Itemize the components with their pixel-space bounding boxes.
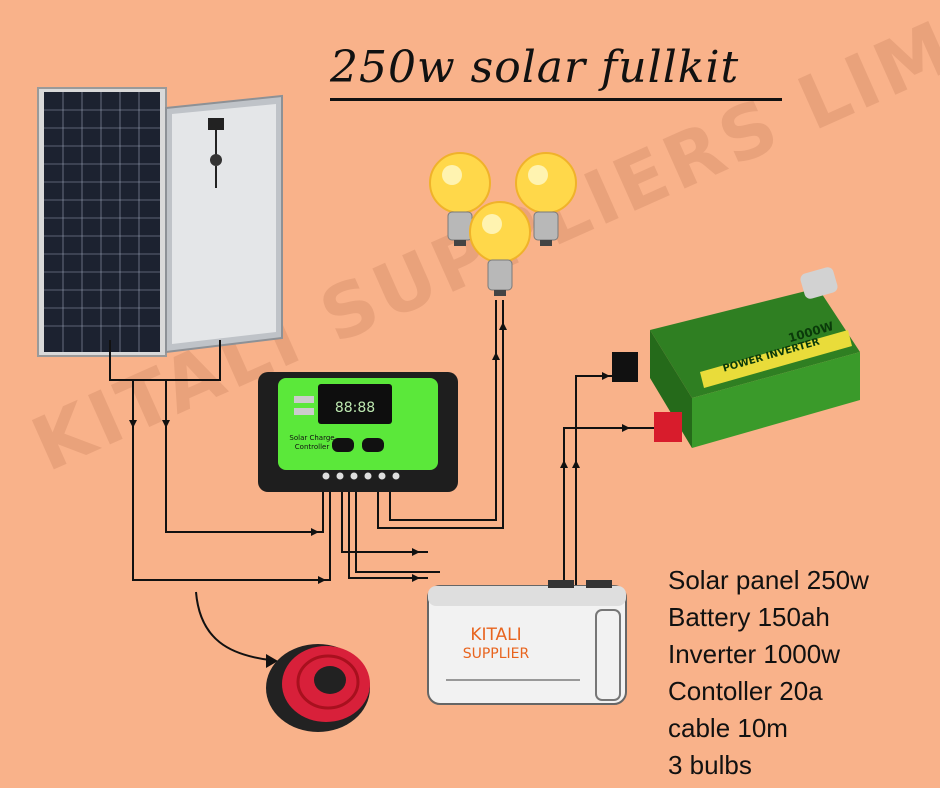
solar-panel [37,87,283,357]
page-title: 250w solar fullkit [330,42,740,93]
bulb-center-icon [469,201,531,296]
bulb-left-icon [429,152,491,246]
power-inverter: POWER INVERTER 1000W [612,267,860,448]
cable-coil-icon [266,644,370,732]
wire-arrows [129,322,630,668]
spec-item: cable 10m [668,713,788,743]
controller-display: 88:88 [335,400,375,416]
spec-item: 3 bulbs [668,750,752,780]
spec-item: Inverter 1000w [668,639,840,669]
battery: KITALI SUPPLIER [427,580,627,705]
title-underline [330,98,782,101]
controller-label-1: Solar Charge [289,434,334,442]
charge-controller: 88:88 Solar Charge Controller [258,372,458,492]
spec-item: Contoller 20a [668,676,823,706]
bulb-right-icon [515,152,577,246]
battery-brand: KITALI [470,625,521,645]
spec-item: Battery 150ah [668,602,830,632]
spec-item: Solar panel 250w [668,565,869,595]
spec-list: Solar panel 250w Battery 150ah Inverter … [668,562,869,784]
battery-brand-2: SUPPLIER [463,646,530,662]
controller-label-2: Controller [295,443,330,451]
